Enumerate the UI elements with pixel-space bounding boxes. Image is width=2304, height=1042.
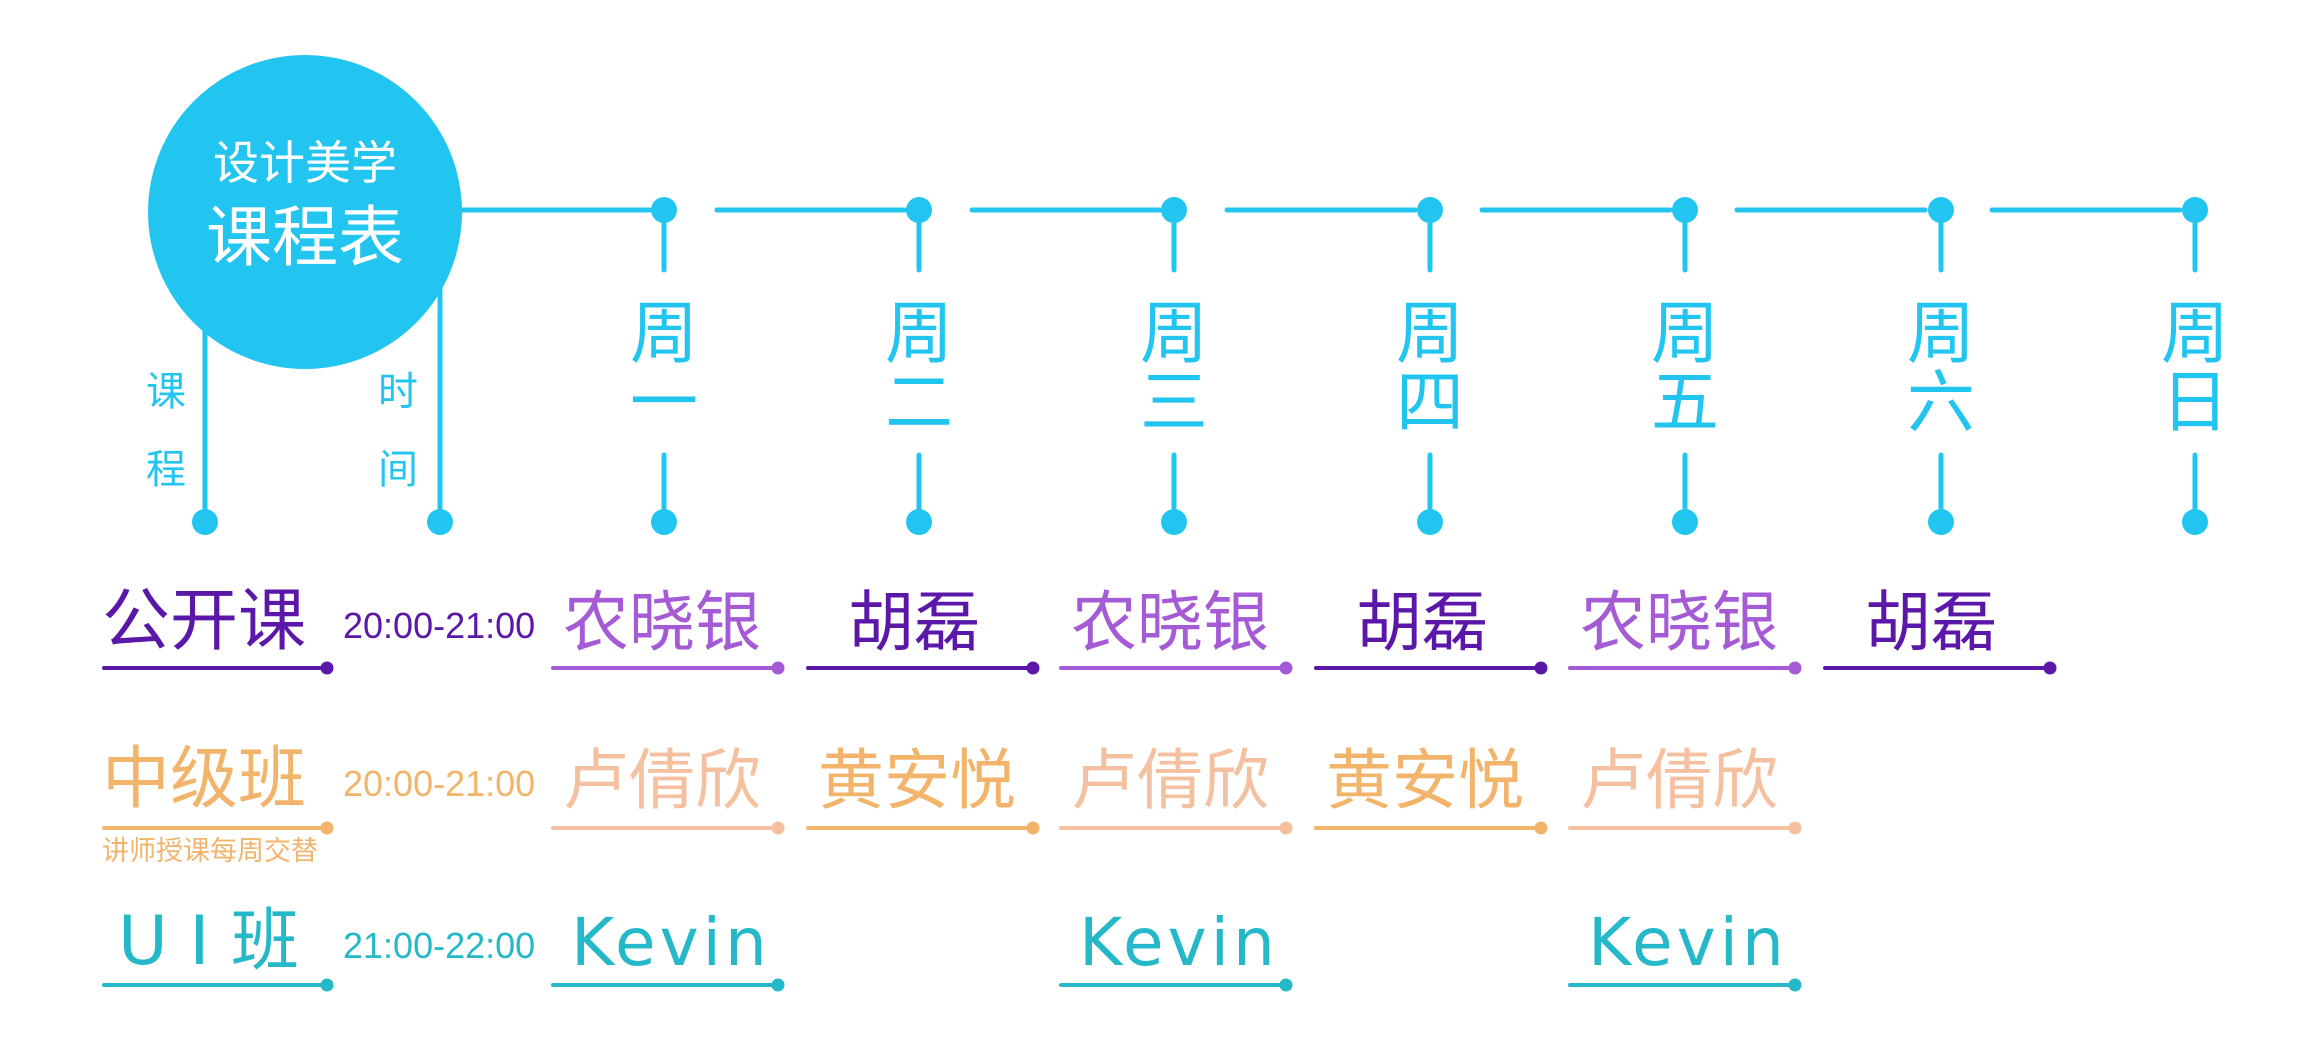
- course-name: U I 班: [118, 902, 300, 981]
- teacher-cell: 农晓银: [563, 584, 761, 661]
- course-note: 讲师授课每周交替: [102, 836, 318, 867]
- teacher-underline-dot: [1788, 661, 1802, 675]
- course-name: 中级班: [102, 740, 307, 819]
- day-header: 周日: [2155, 300, 2235, 439]
- day-label-name: 五: [1650, 364, 1719, 444]
- teacher-cell: Kevin: [1079, 904, 1279, 981]
- teacher-cell: 卢倩欣: [1071, 742, 1269, 819]
- teacher-cell: 黄安悦: [818, 742, 1016, 819]
- day-label-week: 周: [1906, 295, 1975, 374]
- course-name: 公开课: [102, 582, 307, 661]
- day-label-week: 周: [1139, 295, 1208, 374]
- day-label-week: 周: [2160, 295, 2229, 374]
- day-label-name: 四: [1395, 364, 1464, 444]
- label-time-1: 时: [378, 369, 418, 415]
- day-header: 周三: [1134, 300, 1214, 439]
- day-label-name: 三: [1139, 364, 1208, 444]
- day-bottom-dot: [906, 509, 932, 535]
- teacher-underline-dot: [1788, 978, 1802, 992]
- teacher-cell: Kevin: [1588, 904, 1788, 981]
- day-header: 周四: [1390, 300, 1470, 439]
- teacher-cell: 农晓银: [1071, 584, 1269, 661]
- teacher-underline-dot: [1788, 821, 1802, 835]
- course-underline-dot: [320, 978, 334, 992]
- teacher-cell: 胡磊: [848, 584, 980, 661]
- teacher-cell: 卢倩欣: [563, 742, 761, 819]
- label-course-1: 课: [146, 369, 186, 415]
- teacher-underline-dot: [1026, 661, 1040, 675]
- day-bottom-dot: [1672, 509, 1698, 535]
- class-time: 20:00-21:00: [343, 605, 536, 646]
- course-underline-dot: [320, 661, 334, 675]
- teacher-underline-dot: [771, 661, 785, 675]
- day-header: 周二: [879, 300, 959, 439]
- day-label-week: 周: [1395, 295, 1464, 374]
- label-course-2: 程: [146, 447, 186, 493]
- time-column-dot: [427, 509, 453, 535]
- teacher-underline-dot: [1279, 821, 1293, 835]
- day-label-name: 六: [1906, 364, 1975, 444]
- course-column-dot: [192, 509, 218, 535]
- teacher-cell: 胡磊: [1865, 584, 1997, 661]
- class-time: 20:00-21:00: [343, 763, 536, 804]
- day-header: 周六: [1901, 300, 1981, 439]
- teacher-cell: 农晓银: [1580, 584, 1778, 661]
- label-time-2: 间: [378, 447, 418, 493]
- teacher-underline-dot: [1534, 821, 1548, 835]
- day-label-week: 周: [629, 295, 698, 374]
- day-header: 周五: [1645, 300, 1725, 439]
- teacher-underline-dot: [1279, 661, 1293, 675]
- teacher-underline-dot: [1279, 978, 1293, 992]
- day-bottom-dot: [1928, 509, 1954, 535]
- teacher-underline-dot: [2043, 661, 2057, 675]
- day-bottom-dot: [651, 509, 677, 535]
- day-label-week: 周: [1650, 295, 1719, 374]
- day-bottom-dot: [2182, 509, 2208, 535]
- day-header: 周一: [624, 300, 704, 439]
- course-underline-dot: [320, 821, 334, 835]
- title-line-2: 课程表: [206, 199, 404, 276]
- teacher-cell: 胡磊: [1356, 584, 1488, 661]
- teacher-cell: 黄安悦: [1326, 742, 1524, 819]
- day-label-week: 周: [884, 295, 953, 374]
- day-label-name: 日: [2160, 364, 2229, 444]
- day-label-name: 一: [629, 364, 698, 444]
- teacher-underline-dot: [1534, 661, 1548, 675]
- day-bottom-dot: [1417, 509, 1443, 535]
- day-label-name: 二: [884, 364, 953, 444]
- teacher-underline-dot: [771, 978, 785, 992]
- title-line-1: 设计美学: [213, 136, 397, 190]
- teacher-cell: Kevin: [571, 904, 771, 981]
- teacher-underline-dot: [771, 821, 785, 835]
- teacher-underline-dot: [1026, 821, 1040, 835]
- day-bottom-dot: [1161, 509, 1187, 535]
- class-time: 21:00-22:00: [343, 925, 536, 966]
- teacher-cell: 卢倩欣: [1580, 742, 1778, 819]
- title-badge: [148, 55, 462, 369]
